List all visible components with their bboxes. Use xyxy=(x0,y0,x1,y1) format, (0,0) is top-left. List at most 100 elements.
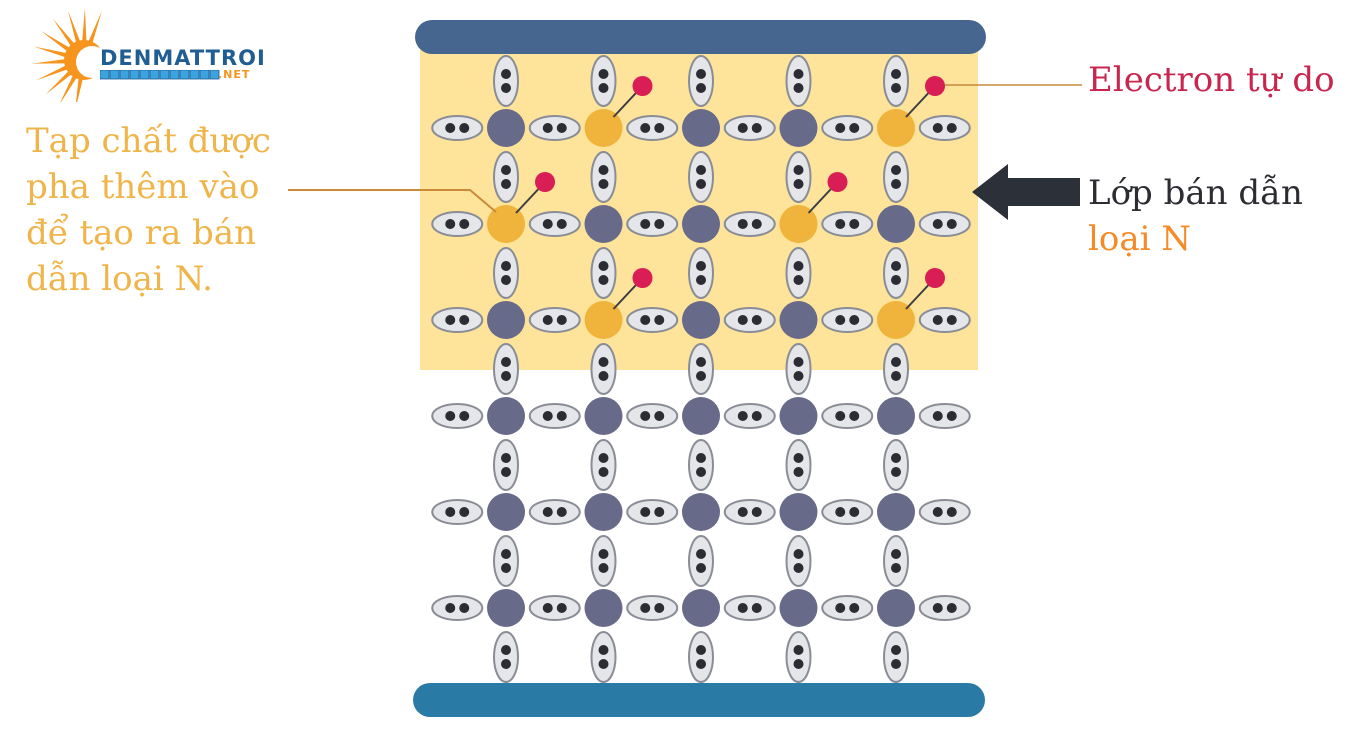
bond-electron xyxy=(696,179,706,189)
electron-pair-bond xyxy=(918,403,971,429)
dopant-atom xyxy=(584,109,623,147)
sun-ray xyxy=(52,18,75,48)
n-type-layer-label-line1: Lớp bán dẫn xyxy=(1088,173,1303,213)
bond-electron xyxy=(542,603,553,613)
bond-electron xyxy=(640,219,651,229)
silicon-atom xyxy=(779,589,818,627)
sun-rays xyxy=(32,8,102,102)
silicon-atom xyxy=(584,205,623,243)
silicon-atom xyxy=(682,493,720,531)
bond-shell xyxy=(493,535,519,587)
bond-electron xyxy=(891,261,901,271)
bond-electron xyxy=(501,83,511,93)
solar-cell xyxy=(189,70,200,80)
bond-electron xyxy=(696,83,706,93)
bond-electron xyxy=(542,219,553,229)
electron-pair-bond xyxy=(626,403,679,429)
sun-ray xyxy=(32,59,67,64)
bond-shell xyxy=(883,151,909,203)
bond-electron xyxy=(793,69,804,79)
bond-electron xyxy=(501,69,511,79)
sun-icon xyxy=(32,8,102,102)
bond-electron xyxy=(445,315,456,325)
bond-electron xyxy=(501,659,511,669)
electron-pair-bond xyxy=(918,211,971,237)
bond-electron xyxy=(598,371,609,381)
bond-shell xyxy=(821,595,874,621)
bond-shell xyxy=(493,55,519,107)
bond-shell xyxy=(821,499,874,525)
bond-electron xyxy=(793,261,804,271)
bond-shell xyxy=(918,499,971,525)
free-electron xyxy=(827,172,848,192)
bond-electron xyxy=(459,123,470,133)
bond-electron xyxy=(932,219,943,229)
bond-electron xyxy=(891,83,901,93)
bond-shell xyxy=(626,307,679,333)
silicon-atom xyxy=(877,397,915,435)
bond-electron xyxy=(459,603,470,613)
bond-shell xyxy=(785,535,812,587)
silicon-atom xyxy=(682,301,720,339)
electron-pair-bond xyxy=(431,307,484,333)
bond-shell xyxy=(528,595,581,621)
silicon-atom xyxy=(682,397,720,435)
bond-electron xyxy=(598,179,609,189)
solar-cell xyxy=(199,70,210,80)
silicon-atom xyxy=(487,301,525,339)
bond-electron xyxy=(793,165,804,175)
bond-electron xyxy=(501,453,511,463)
bond-electron xyxy=(751,219,762,229)
bond-shell xyxy=(431,595,484,621)
bond-shell xyxy=(918,211,971,237)
bond-electron xyxy=(891,69,901,79)
electron-pair-bond xyxy=(918,499,971,525)
bond-electron xyxy=(696,261,706,271)
bond-electron xyxy=(737,123,748,133)
solar-cell xyxy=(169,70,180,80)
sun-core-cutout xyxy=(76,46,102,78)
bond-shell xyxy=(785,343,812,395)
bond-electron xyxy=(696,563,706,573)
bond-shell xyxy=(528,403,581,429)
top-electrode-plate xyxy=(415,20,986,54)
electron-pair-bond xyxy=(626,115,679,141)
bond-electron xyxy=(793,371,804,381)
bond-electron xyxy=(835,603,846,613)
bond-shell xyxy=(626,499,679,525)
electron-pair-bond xyxy=(590,247,617,299)
bond-electron xyxy=(445,219,456,229)
bond-shell xyxy=(883,535,909,587)
bond-electron xyxy=(598,165,609,175)
bond-shell xyxy=(723,211,776,237)
solar-cell xyxy=(139,70,150,80)
bond-electron xyxy=(751,315,762,325)
bottom-electrode-plate xyxy=(413,683,985,717)
bond-shell xyxy=(431,307,484,333)
bond-electron xyxy=(737,315,748,325)
bond-electron xyxy=(542,123,553,133)
free-electron xyxy=(632,268,653,288)
bond-shell xyxy=(918,115,971,141)
bond-shell xyxy=(883,55,909,107)
sun-ray xyxy=(82,8,87,43)
electron-pair-bond xyxy=(821,115,874,141)
bond-shell xyxy=(785,151,812,203)
bond-electron xyxy=(891,371,901,381)
bond-shell xyxy=(590,439,617,491)
bond-electron xyxy=(459,507,470,517)
electron-pair-bond xyxy=(785,535,812,587)
free-electron-label: Electron tự do xyxy=(1088,60,1335,100)
silicon-atom xyxy=(877,493,915,531)
bond-electron xyxy=(598,659,609,669)
bond-shell xyxy=(493,247,519,299)
bond-shell xyxy=(626,115,679,141)
bond-electron xyxy=(696,453,706,463)
silicon-atom xyxy=(487,397,525,435)
electron-pair-bond xyxy=(590,439,617,491)
bond-electron xyxy=(737,603,748,613)
electron-pair-bond xyxy=(493,439,519,491)
bond-electron xyxy=(932,507,943,517)
silicon-atom xyxy=(779,301,818,339)
bond-electron xyxy=(501,165,511,175)
